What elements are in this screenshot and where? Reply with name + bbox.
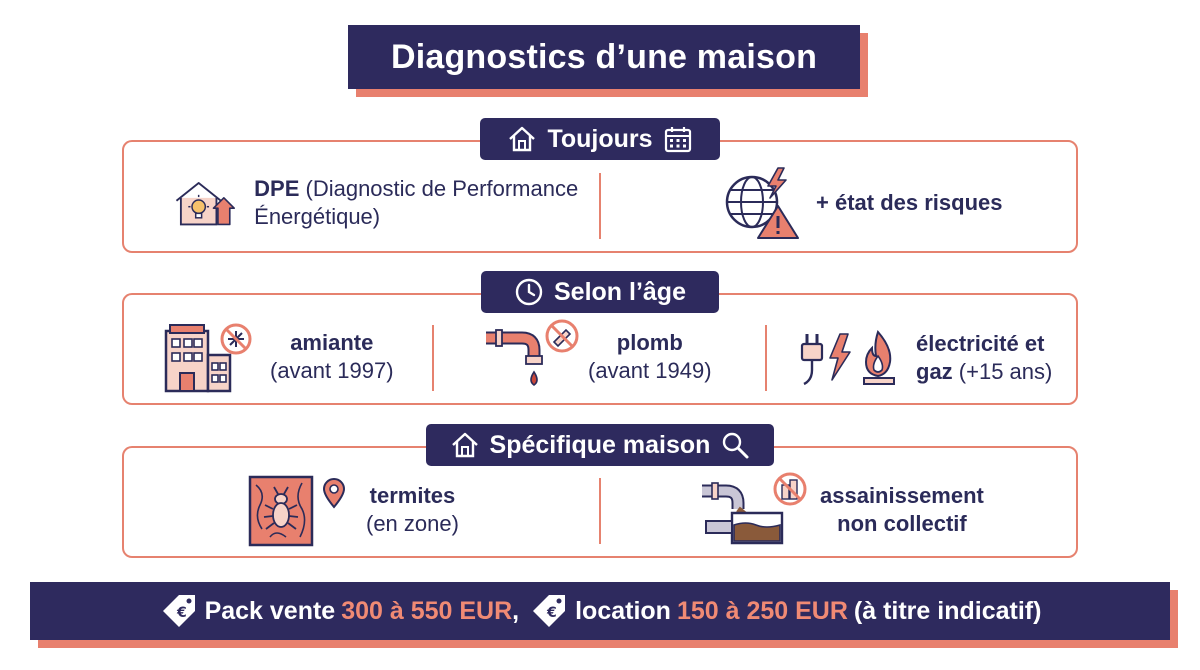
plomb-text: plomb (avant 1949) bbox=[588, 329, 712, 385]
section-header-specifique-maison: Spécifique maison bbox=[426, 424, 774, 466]
dpe-label: DPE bbox=[254, 176, 300, 201]
risques-text: + état des risques bbox=[816, 190, 1003, 215]
item-plomb: plomb (avant 1949) bbox=[482, 318, 752, 396]
electricite-label: électricité et bbox=[916, 331, 1045, 356]
electricite-gaz-age: (+15 ans) bbox=[952, 359, 1053, 384]
footer-banner: € Pack vente 300 à 550 EUR, € location 1… bbox=[30, 582, 1178, 648]
amiante-text: amiante (avant 1997) bbox=[270, 329, 394, 385]
footer-suffix: (à titre indicatif) bbox=[853, 596, 1042, 625]
footer-separator: , bbox=[512, 596, 520, 625]
item-electricite-gaz: électricité et gaz (+15 ans) bbox=[794, 322, 1074, 394]
divider bbox=[599, 478, 601, 544]
termites-zone: (en zone) bbox=[366, 511, 459, 536]
house-icon bbox=[509, 126, 536, 152]
plomb-label: plomb bbox=[616, 330, 683, 355]
section-label-toujours: Toujours bbox=[547, 124, 653, 153]
assainissement-type: non collectif bbox=[837, 511, 967, 536]
footer-prefix: Pack vente bbox=[204, 596, 336, 625]
section-label-selon-age: Selon l’âge bbox=[554, 277, 686, 306]
termites-text: termites (en zone) bbox=[366, 482, 459, 538]
item-risques: + état des risques bbox=[722, 166, 1062, 240]
item-dpe: DPE (Diagnostic de Performance Énergétiq… bbox=[172, 168, 592, 238]
amiante-date: (avant 1997) bbox=[270, 358, 394, 383]
svg-text:€: € bbox=[176, 605, 187, 621]
footer-location-range: 150 à 250 EUR bbox=[676, 596, 848, 625]
section-header-toujours: Toujours bbox=[480, 118, 720, 160]
clock-icon bbox=[515, 278, 543, 306]
electricite-gaz-text: électricité et gaz (+15 ans) bbox=[916, 330, 1052, 386]
search-icon bbox=[723, 432, 749, 459]
house-icon bbox=[451, 432, 478, 458]
assainissement-label: assainissement bbox=[820, 483, 984, 508]
section-header-selon-age: Selon l’âge bbox=[481, 271, 719, 313]
euro-tag-icon: € bbox=[162, 595, 195, 627]
section-label-specifique-maison: Spécifique maison bbox=[489, 430, 711, 459]
item-amiante: amiante (avant 1997) bbox=[162, 320, 422, 394]
termite-icon bbox=[248, 475, 346, 547]
title-banner: Diagnostics d’une maison bbox=[348, 25, 868, 97]
item-assainissement: assainissement non collectif bbox=[696, 470, 1056, 550]
building-asbestos-icon bbox=[164, 323, 252, 393]
footer-vente-range: 300 à 550 EUR bbox=[341, 596, 513, 625]
sewage-icon bbox=[702, 472, 807, 545]
pipe-lead-icon bbox=[486, 319, 579, 386]
assainissement-text: assainissement non collectif bbox=[820, 482, 984, 538]
amiante-label: amiante bbox=[290, 330, 374, 355]
divider bbox=[599, 173, 601, 239]
electricity-gas-icon bbox=[800, 330, 895, 386]
divider bbox=[432, 325, 434, 391]
house-energy-icon bbox=[175, 182, 236, 226]
gaz-label: gaz bbox=[916, 359, 953, 384]
item-termites: termites (en zone) bbox=[246, 470, 586, 550]
svg-text:€: € bbox=[546, 605, 557, 621]
footer-location-label: location bbox=[575, 596, 671, 625]
globe-risk-icon bbox=[725, 167, 799, 239]
euro-tag-icon: € bbox=[533, 595, 566, 627]
termites-label: termites bbox=[369, 483, 456, 508]
pricing-footer: € Pack vente 300 à 550 EUR, € location 1… bbox=[30, 582, 1170, 640]
dpe-text: DPE (Diagnostic de Performance Énergétiq… bbox=[254, 175, 592, 231]
dpe-description: (Diagnostic de Performance Énergétique) bbox=[254, 176, 579, 229]
page-title: Diagnostics d’une maison bbox=[348, 25, 860, 89]
divider bbox=[765, 325, 767, 391]
calendar-icon bbox=[664, 127, 691, 153]
plomb-date: (avant 1949) bbox=[588, 358, 712, 383]
